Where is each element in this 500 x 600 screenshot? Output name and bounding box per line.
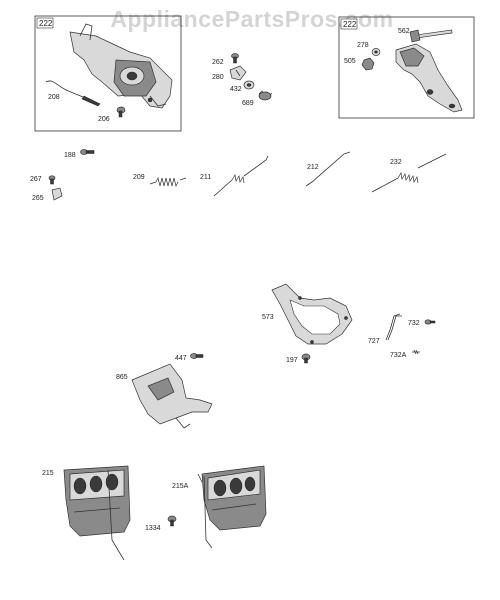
callout-727: 727 xyxy=(368,338,380,345)
screw-1334-part xyxy=(167,515,177,527)
callout-573: 573 xyxy=(262,314,274,321)
wire-727-part xyxy=(385,313,402,341)
row-springs: 188 267 265 209 211 212 232 xyxy=(30,149,447,202)
box-right-frame xyxy=(338,16,475,119)
callout-188: 188 xyxy=(64,152,76,159)
box-left-assembly: 222 208 206 xyxy=(34,15,182,132)
callout-562: 562 xyxy=(398,28,410,35)
screw-206-part xyxy=(116,106,126,118)
callout-265: 265 xyxy=(32,195,44,202)
callout-447: 447 xyxy=(175,355,187,362)
callout-197: 197 xyxy=(286,357,298,364)
box-right-assembly: 222 562 278 505 xyxy=(338,16,475,119)
spring-232-part xyxy=(371,153,447,193)
lever-bracket-part xyxy=(395,43,463,113)
screw-262-part xyxy=(231,53,239,64)
callout-208: 208 xyxy=(48,94,60,101)
callout-215: 215 xyxy=(42,470,54,477)
clip-265-part xyxy=(51,187,63,201)
bushing-432-part xyxy=(243,80,255,90)
screw-197-part xyxy=(301,353,311,364)
rod-208-part xyxy=(45,80,101,107)
callout-865: 865 xyxy=(116,374,128,381)
callout-232: 232 xyxy=(390,159,402,166)
tie-732A-part xyxy=(412,349,420,355)
rod-212-part xyxy=(305,151,351,187)
clip-280-part xyxy=(229,65,247,81)
callout-206: 206 xyxy=(98,116,110,123)
callout-278: 278 xyxy=(357,42,369,49)
box-left-label: 222 xyxy=(39,19,53,28)
bolt-562-part xyxy=(409,29,453,43)
bolt-447-part xyxy=(190,353,204,359)
callout-689: 689 xyxy=(242,100,254,107)
box-left-label-frame xyxy=(36,17,54,29)
nut-505-part xyxy=(361,57,375,71)
callout-267: 267 xyxy=(30,176,42,183)
callout-262: 262 xyxy=(212,59,224,66)
box-left-frame xyxy=(34,15,182,132)
hardware-cluster: 262 280 432 689 xyxy=(212,53,273,107)
callout-211: 211 xyxy=(200,174,211,181)
callout-732: 732 xyxy=(408,320,420,327)
bolt-188-part xyxy=(80,149,95,155)
panel-215A-part xyxy=(197,465,267,549)
spring-209-part xyxy=(149,176,187,188)
panel-215-part xyxy=(63,465,131,561)
control-bracket-part xyxy=(69,23,173,109)
spring-211-part xyxy=(213,155,269,197)
callout-209: 209 xyxy=(133,174,145,181)
callout-215A: 215A xyxy=(172,483,189,490)
spring-689-part xyxy=(258,90,273,101)
callout-212: 212 xyxy=(307,164,319,171)
box-right-label-frame xyxy=(340,18,358,30)
callout-732A: 732A xyxy=(390,352,407,359)
callout-505: 505 xyxy=(344,58,356,65)
screw-267-part xyxy=(48,175,56,185)
shield-865-part xyxy=(131,363,213,429)
callout-1334: 1334 xyxy=(145,525,161,532)
box-right-label: 222 xyxy=(343,20,357,29)
callout-280: 280 xyxy=(212,74,224,81)
belt-guard-part xyxy=(271,283,353,345)
washer-278-part xyxy=(371,48,381,56)
callout-432: 432 xyxy=(230,86,242,93)
screw-732-part xyxy=(424,319,436,325)
